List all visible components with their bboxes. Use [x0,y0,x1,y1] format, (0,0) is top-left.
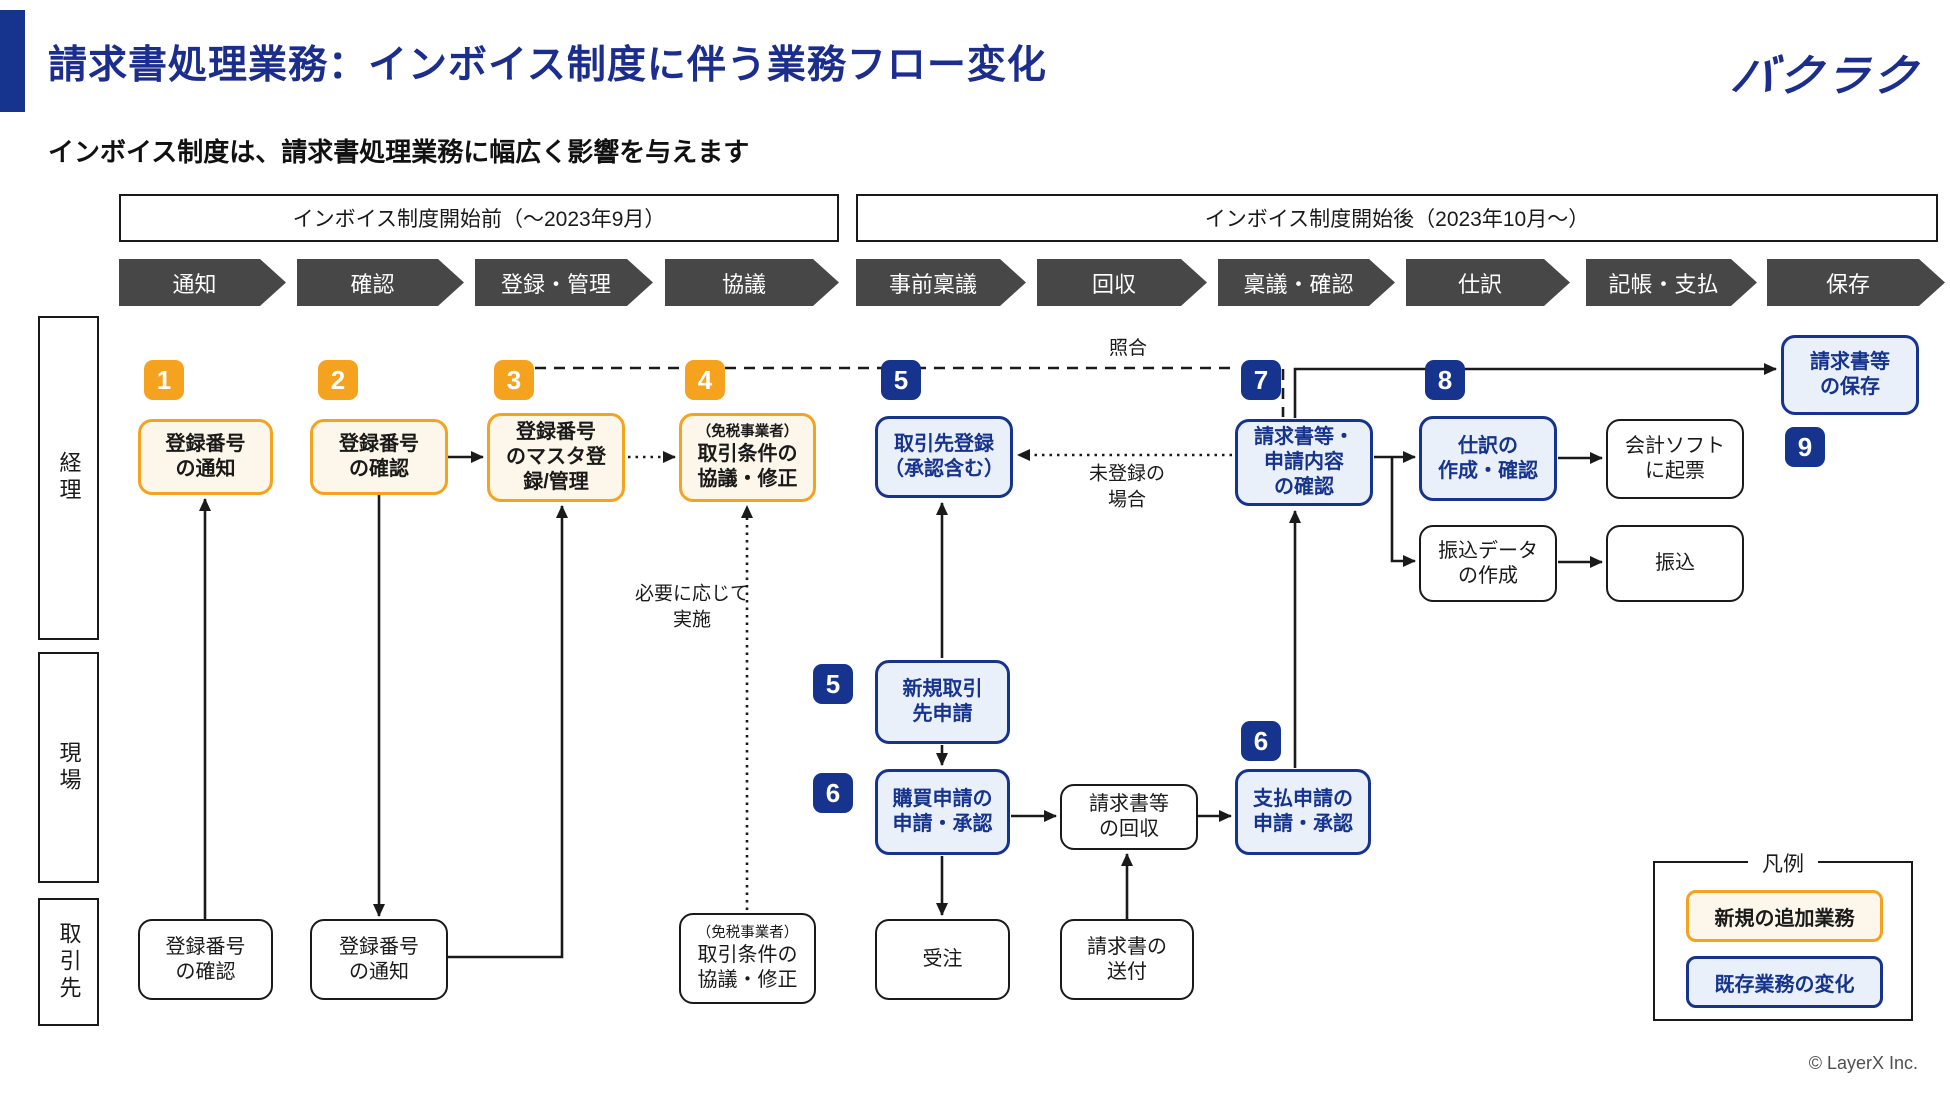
annotation-2: 必要に応じて 実施 [634,583,750,630]
annotation-1: 未登録の 場合 [1088,463,1166,510]
node-label: 請求書の 送付 [1087,935,1167,983]
node-sublabel: （免税事業者） [696,424,799,441]
node-invoice-check: 請求書等・ 申請内容 の確認 [1235,419,1373,506]
edge-2 [448,505,568,959]
legend-item-orange: 新規の追加業務 [1686,890,1883,942]
process-step-9: 保存 [1767,259,1945,306]
node-label: 登録番号 の通知 [165,433,246,480]
process-step-4: 事前稟議 [856,259,1026,306]
node-transfer-data: 振込データ の作成 [1419,525,1557,602]
node-label: 振込 [1655,552,1695,574]
period-band-1: インボイス制度開始後（2023年10月～） [856,194,1938,242]
node-label: 支払申請の 申請・承認 [1253,788,1353,835]
node-label: 会計ソフト に起票 [1625,435,1725,482]
node-order-receive: 受注 [875,919,1010,1000]
node-label: 取引条件の 協議・修正 [697,943,798,991]
node-label: 請求書等・ 申請内容 の確認 [1254,426,1354,498]
step-badge-9: 9 [1785,427,1825,467]
node-reg-confirm-partner: 登録番号 の確認 [138,919,273,1000]
node-transfer: 振込 [1606,525,1744,602]
legend-title: 凡例 [1748,848,1818,878]
step-badge-6: 6 [1241,721,1281,761]
step-badge-1: 1 [144,360,184,400]
step-badge-4: 4 [685,360,725,400]
edge-17 [1390,457,1416,567]
process-step-1: 確認 [297,259,464,306]
step-badge-5: 5 [881,360,921,400]
node-acct-software: 会計ソフト に起票 [1606,419,1744,499]
step-badge-6: 6 [813,773,853,813]
process-step-8: 記帳・支払 [1586,259,1757,306]
node-label: 受注 [922,948,963,970]
title-accent-bar [0,10,25,112]
row-label-2: 取引先 [38,898,99,1026]
node-label: 取引条件の 協議・修正 [697,442,798,490]
legend-box: 凡例新規の追加業務既存業務の変化 [1653,848,1913,1021]
node-invoice-collect: 請求書等 の回収 [1060,784,1198,850]
page-title: 請求書処理業務：インボイス制度に伴う業務フロー変化 [48,44,1047,87]
node-reg-confirm-acct: 登録番号 の確認 [310,419,448,495]
annotation-0: 照合 [1108,338,1148,360]
node-label: 購買申請の 申請・承認 [892,788,993,835]
node-reg-master: 登録番号 のマスタ登 録/管理 [487,413,625,502]
subtitle: インボイス制度は、請求書処理業務に幅広く影響を与えます [48,137,750,167]
legend-item-blue: 既存業務の変化 [1686,956,1883,1008]
node-label: 登録番号 のマスタ登 録/管理 [506,421,606,493]
node-label: 登録番号 の確認 [165,935,246,983]
node-reg-notify-partner: 登録番号 の通知 [310,919,448,1000]
node-invoice-store: 請求書等 の保存 [1781,335,1919,415]
row-label-1: 現場 [38,652,99,883]
process-step-7: 仕訳 [1406,259,1570,306]
node-label: 振込データ の作成 [1438,539,1538,587]
node-nego-acct: （免税事業者）取引条件の 協議・修正 [679,413,816,502]
step-badge-2: 2 [318,360,358,400]
node-label: 登録番号 の通知 [339,935,419,983]
step-badge-5: 5 [813,664,853,704]
edge-20 [1293,363,1777,418]
node-label: 請求書等 の保存 [1810,351,1890,398]
node-label: 取引先登録 （承認含む） [884,433,1004,480]
node-label: 仕訳の 作成・確認 [1438,434,1538,482]
node-label: 新規取引 先申請 [902,678,983,725]
step-badge-7: 7 [1241,360,1281,400]
node-label: 請求書等 の回収 [1089,793,1169,840]
node-purchase-req: 購買申請の 申請・承認 [875,769,1010,855]
node-new-partner-req: 新規取引 先申請 [875,660,1010,744]
step-badge-8: 8 [1425,360,1465,400]
node-nego-partner: （免税事業者）取引条件の 協議・修正 [679,913,816,1004]
copyright: © LayerX Inc. [1808,1053,1918,1073]
node-invoice-send: 請求書の 送付 [1060,919,1194,1000]
step-badge-3: 3 [494,360,534,400]
node-partner-reg: 取引先登録 （承認含む） [875,416,1013,498]
process-step-2: 登録・管理 [475,259,653,306]
process-step-5: 回収 [1037,259,1207,306]
process-step-3: 協議 [665,259,839,306]
process-step-6: 稟議・確認 [1218,259,1395,306]
process-step-0: 通知 [119,259,286,306]
node-label: 登録番号 の確認 [339,433,419,480]
node-journal-create: 仕訳の 作成・確認 [1419,416,1557,501]
period-band-0: インボイス制度開始前（～2023年9月） [119,194,839,242]
node-reg-notify-acct: 登録番号 の通知 [138,419,273,495]
node-payment-req: 支払申請の 申請・承認 [1235,769,1371,855]
row-label-0: 経理 [38,316,99,640]
node-sublabel: （免税事業者） [696,925,799,942]
